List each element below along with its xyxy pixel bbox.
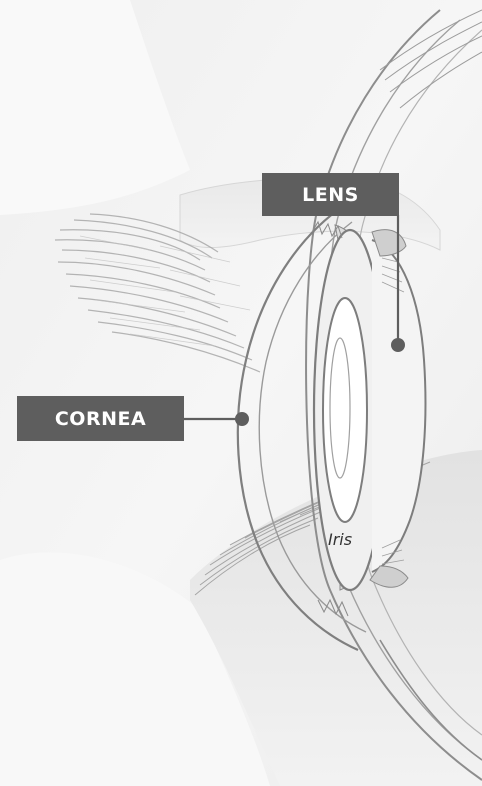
cornea-pointer-dot [235, 412, 249, 426]
cornea-label-box: CORNEA [17, 396, 184, 441]
lens-label-text: LENS [302, 184, 359, 206]
lens-pointer-dot [391, 338, 405, 352]
lens-label-box: LENS [262, 173, 399, 216]
cornea-label-text: CORNEA [55, 408, 146, 430]
iris-label: Iris [328, 530, 352, 549]
